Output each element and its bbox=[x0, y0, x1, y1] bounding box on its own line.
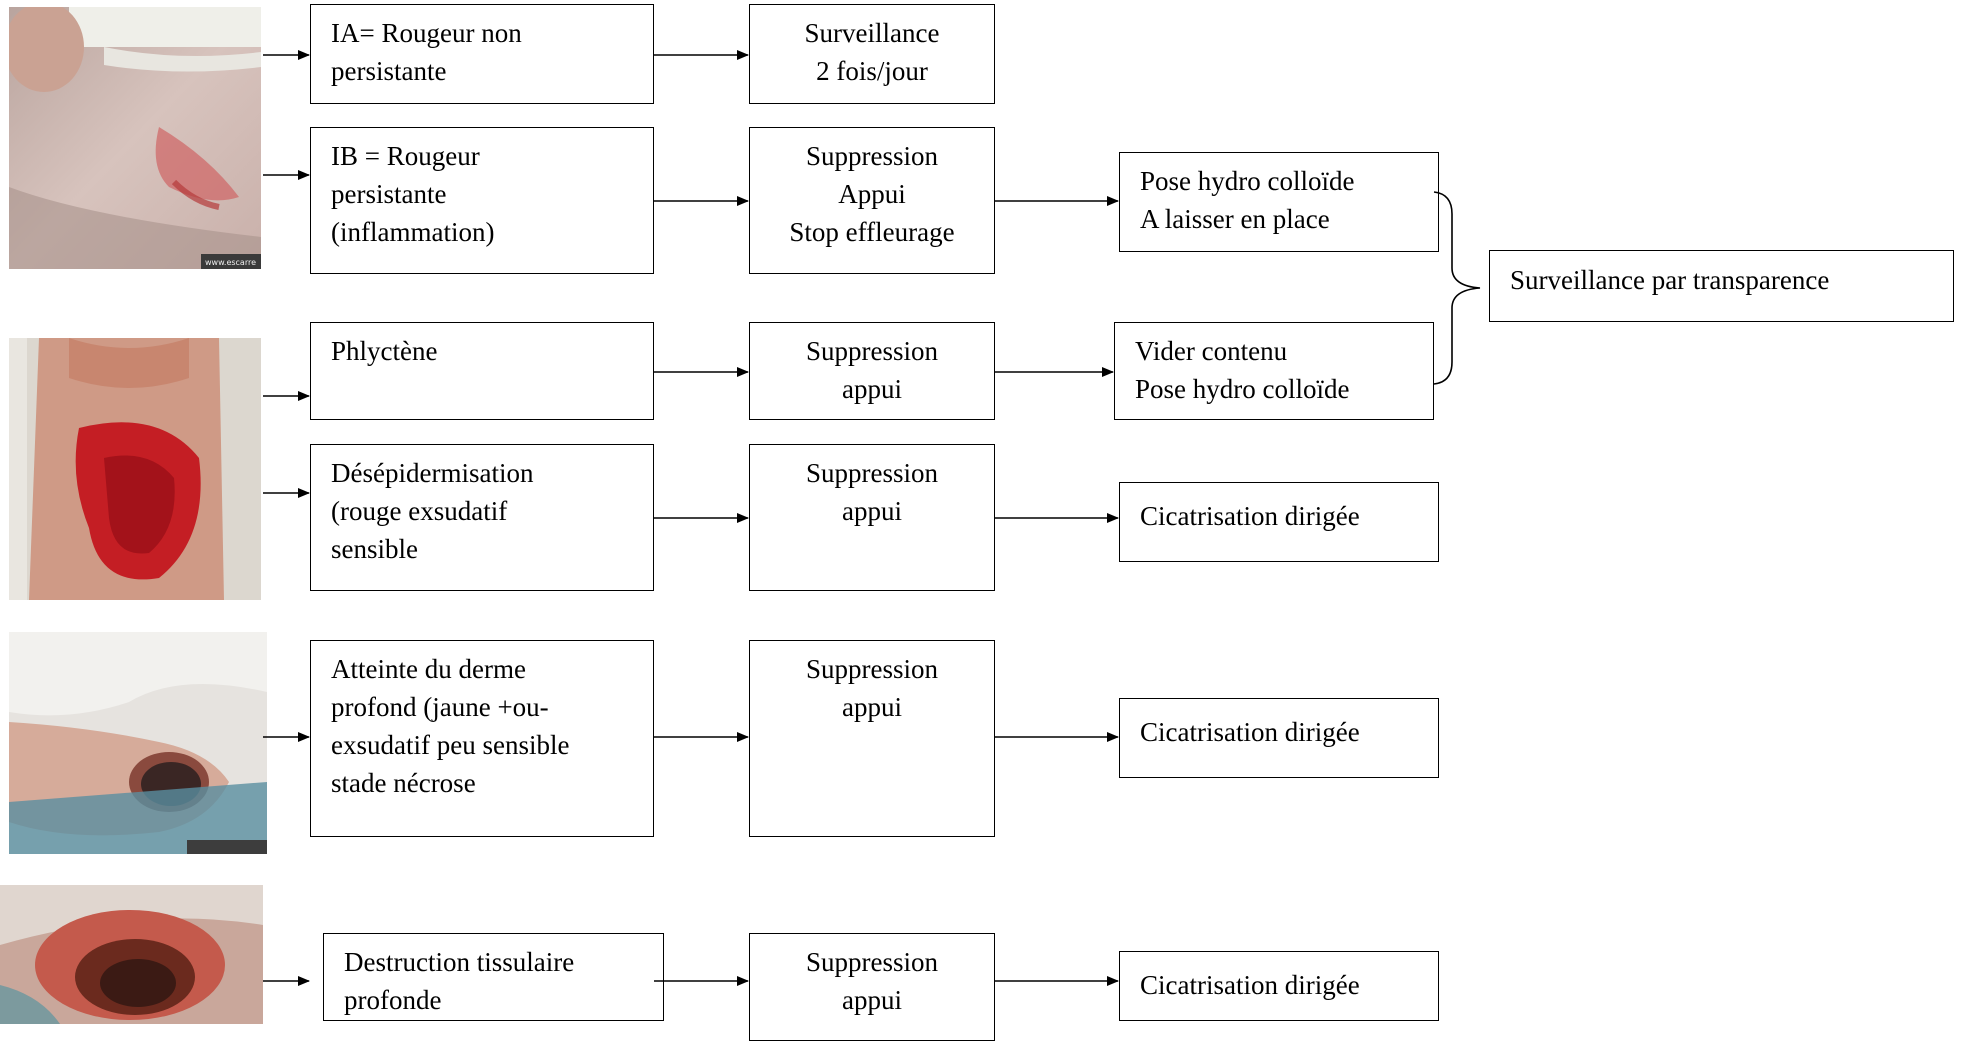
photo-deep-dermis-necrosis bbox=[9, 632, 267, 854]
action-phlyctene-box: Suppression appui bbox=[749, 322, 995, 420]
stage-derme-line-3: exsudatif peu sensible bbox=[331, 730, 570, 760]
care-derme-box: Cicatrisation dirigée bbox=[1119, 698, 1439, 778]
action-desep-line-1: Suppression bbox=[805, 458, 938, 488]
action-derme-box: Suppression appui bbox=[749, 640, 995, 837]
action-derme-line-2: appui bbox=[842, 692, 902, 722]
stage-ib-line-3: (inflammation) bbox=[331, 217, 495, 247]
care-ib-line-2: A laisser en place bbox=[1140, 204, 1330, 234]
care-phlyctene-line-1: Vider contenu bbox=[1135, 336, 1288, 366]
action-desep-line-2: appui bbox=[842, 496, 902, 526]
stage-phlyctene-line-1: Phlyctène bbox=[331, 336, 438, 366]
action-ia-box: Surveillance 2 fois/jour bbox=[749, 4, 995, 104]
stage-desep-line-1: Désépidermisation bbox=[331, 458, 534, 488]
care-desepidermisation-box: Cicatrisation dirigée bbox=[1119, 482, 1439, 562]
stage-ib-box: IB = Rougeur persistante (inflammation) bbox=[310, 127, 654, 274]
action-desepidermisation-box: Suppression appui bbox=[749, 444, 995, 591]
action-ib-line-1: Suppression bbox=[805, 141, 938, 171]
action-ib-line-3: Stop effleurage bbox=[789, 217, 955, 247]
stage-desep-line-2: (rouge exsudatif bbox=[331, 496, 508, 526]
stage-ib-line-2: persistante bbox=[331, 179, 447, 209]
action-ia-line-1: Surveillance bbox=[804, 18, 940, 48]
transparence-label: Surveillance par transparence bbox=[1510, 265, 1830, 295]
care-phlyctene-line-2: Pose hydro colloïde bbox=[1135, 374, 1350, 404]
stage-destruction-line-1: Destruction tissulaire bbox=[344, 947, 575, 977]
photo-watermark: www.escarre bbox=[205, 258, 256, 267]
action-ib-box: Suppression Appui Stop effleurage bbox=[749, 127, 995, 274]
action-derme-line-1: Suppression bbox=[805, 654, 938, 684]
care-ib-line-1: Pose hydro colloïde bbox=[1140, 166, 1355, 196]
stage-destruction-line-2: profonde bbox=[344, 985, 442, 1015]
action-destruction-line-2: appui bbox=[842, 985, 902, 1015]
photo-redness-stage-1: www.escarre bbox=[9, 7, 261, 269]
care-phlyctene-box: Vider contenu Pose hydro colloïde bbox=[1114, 322, 1434, 420]
transparence-box: Surveillance par transparence bbox=[1489, 250, 1954, 322]
stage-derme-box: Atteinte du derme profond (jaune +ou- ex… bbox=[310, 640, 654, 837]
action-ia-line-2: 2 fois/jour bbox=[816, 56, 928, 86]
care-destruction-box: Cicatrisation dirigée bbox=[1119, 951, 1439, 1021]
stage-ia-line-1: IA= Rougeur non bbox=[331, 18, 522, 48]
care-ib-box: Pose hydro colloïde A laisser en place bbox=[1119, 152, 1439, 252]
care-destruction-line-1: Cicatrisation dirigée bbox=[1140, 970, 1360, 1000]
action-phlyctene-line-1: Suppression bbox=[805, 336, 938, 366]
stage-derme-line-4: stade nécrose bbox=[331, 768, 476, 798]
stage-ia-box: IA= Rougeur non persistante bbox=[310, 4, 654, 104]
action-ib-line-2: Appui bbox=[838, 179, 906, 209]
care-desep-line-1: Cicatrisation dirigée bbox=[1140, 501, 1360, 531]
stage-derme-line-2: profond (jaune +ou- bbox=[331, 692, 549, 722]
stage-derme-line-1: Atteinte du derme bbox=[331, 654, 526, 684]
stage-ib-line-1: IB = Rougeur bbox=[331, 141, 480, 171]
stage-phlyctene-box: Phlyctène bbox=[310, 322, 654, 420]
stage-desep-line-3: sensible bbox=[331, 534, 418, 564]
stage-ia-line-2: persistante bbox=[331, 56, 447, 86]
photo-deep-tissue-destruction bbox=[0, 885, 263, 1024]
action-phlyctene-line-2: appui bbox=[842, 374, 902, 404]
stage-destruction-box: Destruction tissulaire profonde bbox=[323, 933, 664, 1021]
stage-desepidermisation-box: Désépidermisation (rouge exsudatif sensi… bbox=[310, 444, 654, 591]
action-destruction-box: Suppression appui bbox=[749, 933, 995, 1041]
photo-desepidermisation bbox=[9, 338, 261, 600]
brace-transparence bbox=[1433, 191, 1481, 385]
care-derme-line-1: Cicatrisation dirigée bbox=[1140, 717, 1360, 747]
action-destruction-line-1: Suppression bbox=[805, 947, 938, 977]
